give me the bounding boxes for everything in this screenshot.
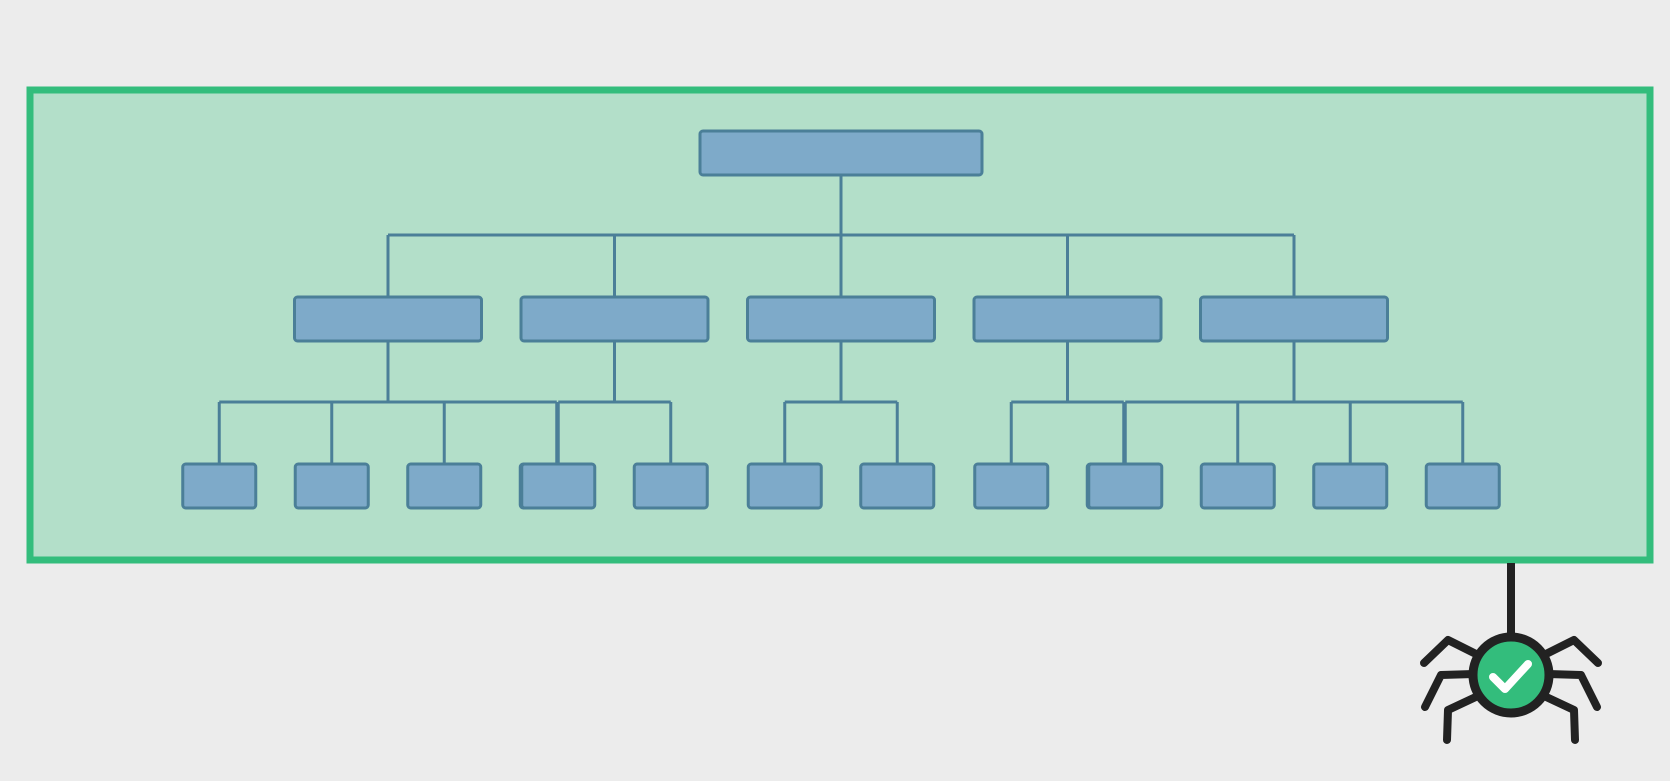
spider-icon [1420,563,1602,744]
level-2-node [1199,462,1276,510]
level-2-node [973,462,1050,510]
level-1-node [1199,295,1389,343]
level-1-node [746,295,936,343]
level-2-node [1424,462,1501,510]
level-2-node [746,462,823,510]
level-2-node [859,462,936,510]
site-tree [181,129,1501,510]
level-1-node [293,295,483,343]
spider-body [1468,632,1554,718]
level-2-node [181,462,258,510]
level-2-node [293,462,370,510]
level-2-node [406,462,483,510]
level-2-node [520,462,597,510]
root-node [698,129,984,177]
spider-legs [1420,636,1602,744]
level-2-node [632,462,709,510]
level-2-node [1087,462,1164,510]
level-1-node [972,295,1163,343]
check-icon [1489,660,1532,693]
level-1-node [519,295,710,343]
level-2-node [1312,462,1389,510]
